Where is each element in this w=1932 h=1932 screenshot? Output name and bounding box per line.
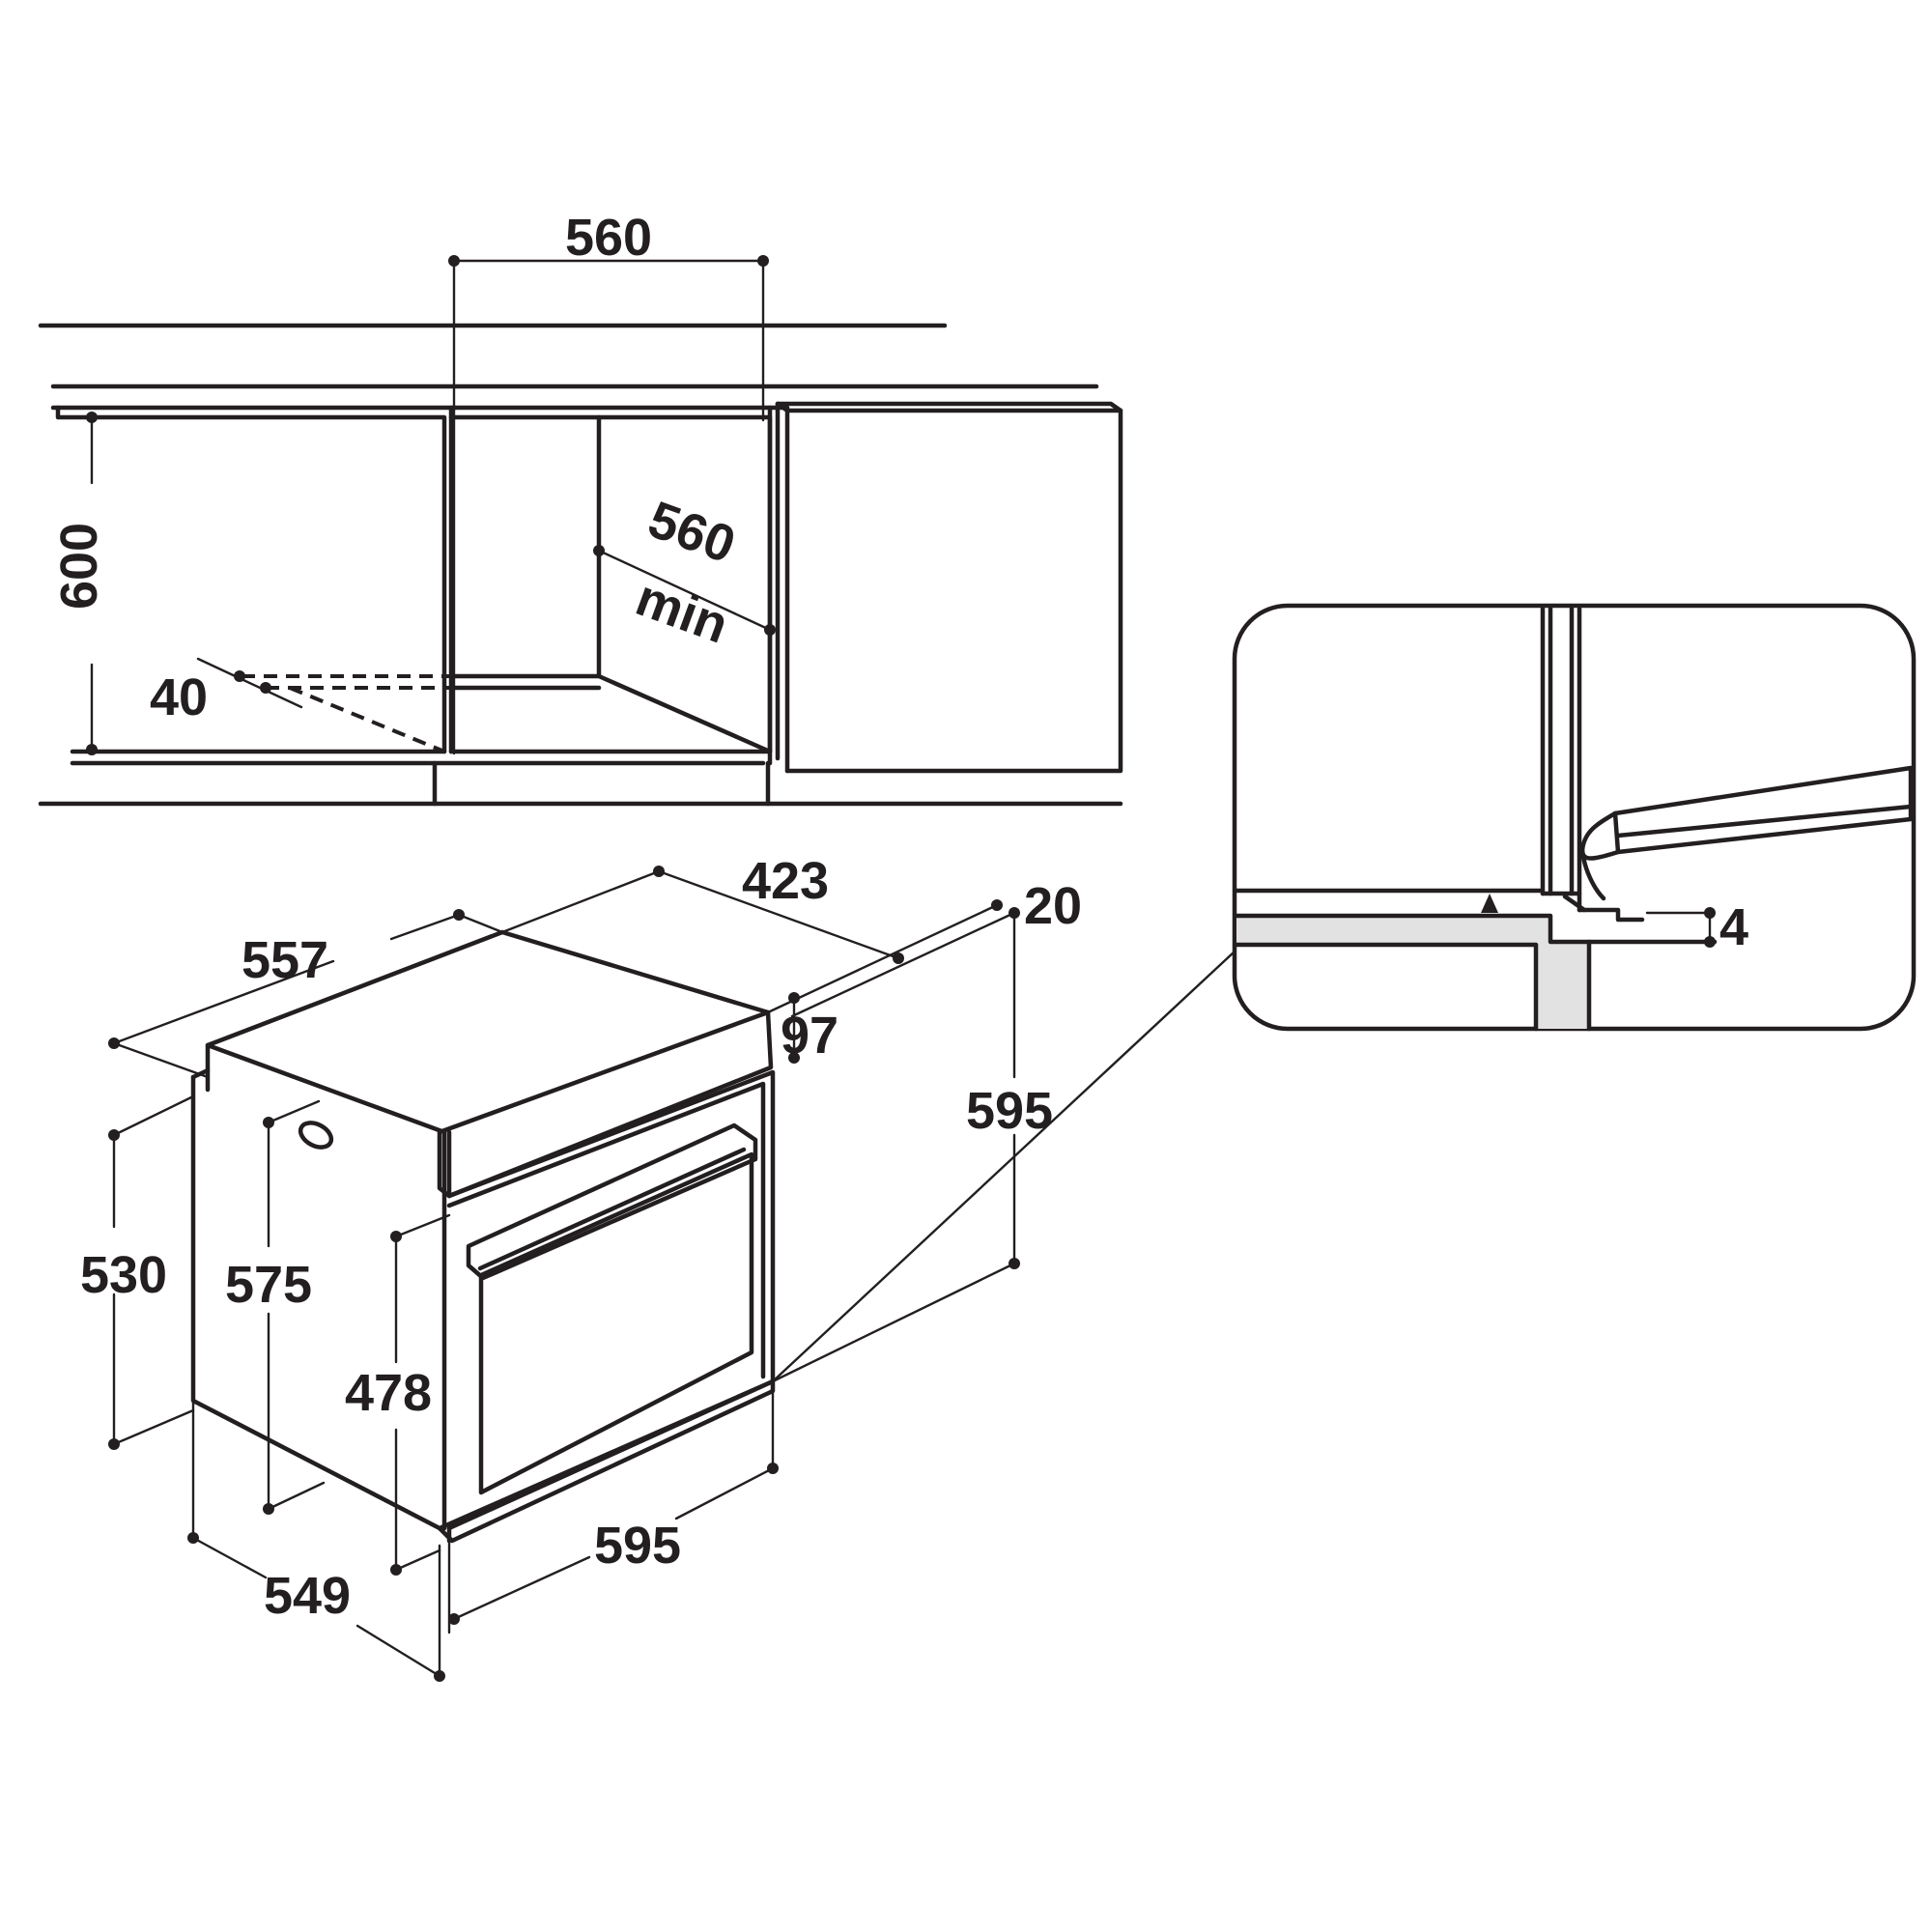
top-width-label: 557	[242, 931, 328, 989]
oven-view: 423 557 20 97 595 530	[80, 852, 1236, 1682]
niche-height-label: 600	[50, 523, 108, 610]
niche-width-label: 560	[565, 209, 652, 267]
vent-label: 40	[150, 668, 208, 726]
front-width-label: 595	[594, 1517, 681, 1575]
frame-thickness-label: 20	[1024, 877, 1082, 935]
gap-label: 4	[1719, 898, 1748, 956]
side-height-label: 575	[225, 1256, 312, 1314]
niche-view: 560 600 560 min 40	[38, 209, 1123, 807]
detail-view: 4	[1232, 603, 1917, 1032]
panel-height-label: 97	[781, 1007, 838, 1065]
door-height-label: 478	[345, 1364, 432, 1422]
top-depth-label: 423	[742, 852, 829, 910]
front-height-label: 595	[966, 1082, 1053, 1140]
body-height-label: 530	[80, 1246, 167, 1304]
niche-depth-note: min	[629, 568, 736, 654]
niche-depth-label: 560	[641, 490, 743, 574]
side-depth-label: 549	[264, 1567, 351, 1625]
